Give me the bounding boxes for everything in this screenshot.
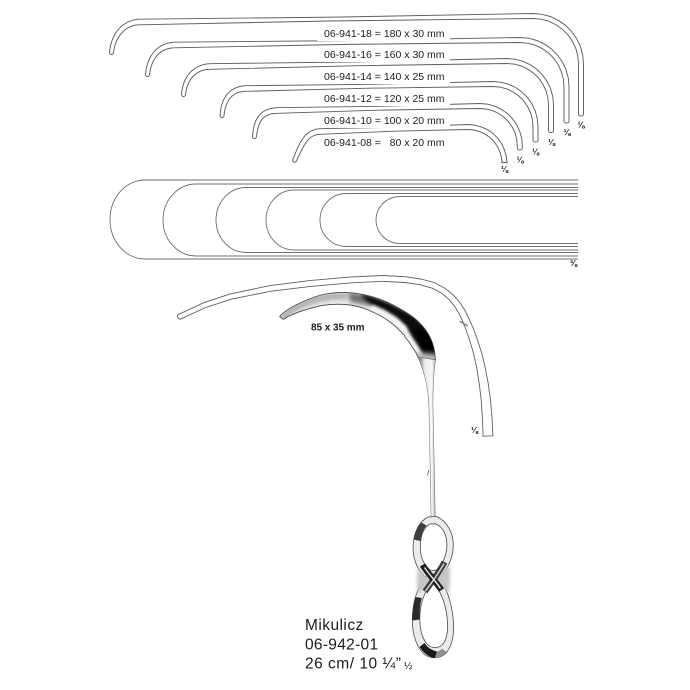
svg-text:⅛: ⅛ (517, 155, 525, 165)
svg-text:06-941-12 = 120 x 25 mm: 06-941-12 = 120 x 25 mm (324, 93, 445, 105)
svg-text:⅛: ⅛ (548, 137, 556, 147)
svg-text:06-941-16 = 160 x 30 mm: 06-941-16 = 160 x 30 mm (324, 49, 445, 61)
svg-text:⅛: ⅛ (501, 164, 509, 174)
svg-text:85 x 35 mm: 85 x 35 mm (311, 323, 365, 334)
svg-text:26 cm/ 10 ¼”: 26 cm/ 10 ¼” (305, 656, 401, 673)
svg-text:06-941-14 = 140 x 25 mm: 06-941-14 = 140 x 25 mm (324, 71, 445, 83)
svg-text:⅛: ⅛ (471, 425, 479, 435)
svg-text:06-941-08 = 80 x 20 mm: 06-941-08 = 80 x 20 mm (324, 137, 445, 149)
svg-text:⅛: ⅛ (564, 127, 572, 137)
svg-text:Mikulicz: Mikulicz (305, 617, 364, 634)
svg-text:⅜: ⅜ (570, 258, 578, 268)
svg-text:⅛: ⅛ (578, 120, 586, 130)
svg-text:06-941-18 = 180 x 30 mm: 06-941-18 = 180 x 30 mm (324, 28, 445, 40)
svg-text:06-941-10 = 100 x 20 mm: 06-941-10 = 100 x 20 mm (324, 115, 445, 127)
svg-text:⅛: ⅛ (532, 147, 540, 157)
svg-text:½: ½ (404, 661, 413, 672)
svg-text:06-942-01: 06-942-01 (305, 637, 378, 654)
